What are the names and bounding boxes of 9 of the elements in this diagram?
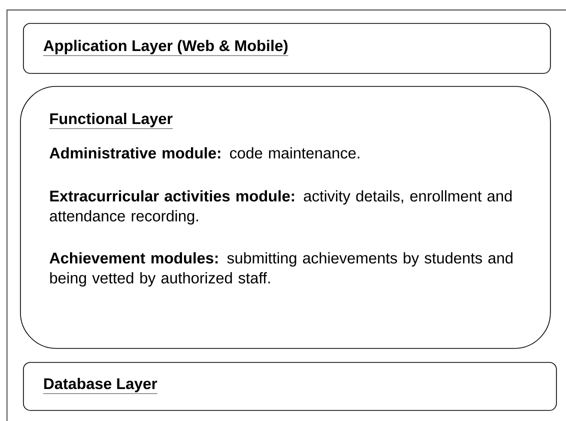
- layer-heading: Application Layer (Web & Mobile): [43, 40, 288, 56]
- module-description: Achievement modules: submitting achievements by students and being vetted by authorized staff.: [50, 252, 512, 287]
- layer-panel: [20, 86, 551, 349]
- module-description: Extracurricular activities module: activity details, enrollment and attendance recording.: [50, 190, 512, 225]
- layer-heading: Functional Layer: [49, 112, 173, 129]
- module-description: Administrative module: code maintenance.: [50, 147, 360, 159]
- layer-box: [23, 362, 557, 411]
- layer-heading: Database Layer: [43, 378, 158, 394]
- layer-box: [23, 23, 551, 74]
